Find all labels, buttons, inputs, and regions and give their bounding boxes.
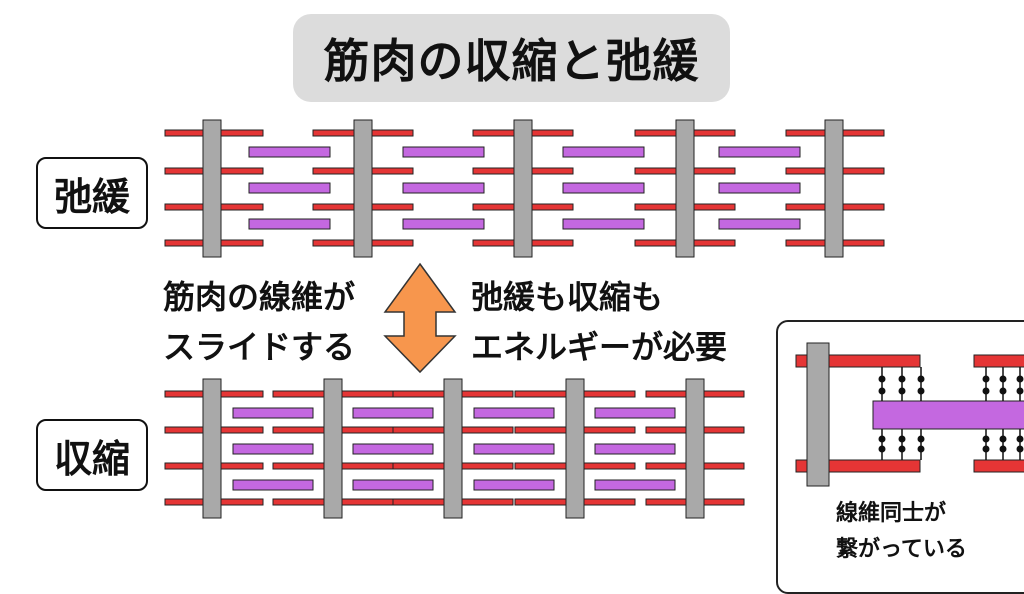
caption-right: 弛緩も収縮も エネルギーが必要 [471, 272, 727, 372]
sarcomere-diagram [164, 119, 1024, 519]
cross-bridge-head [982, 445, 990, 453]
myosin-filament [402, 146, 485, 158]
caption-left-line1: 筋肉の線維が [163, 278, 356, 316]
caption-left: 筋肉の線維が スライドする [163, 272, 355, 372]
caption-right-line2: エネルギーが必要 [471, 328, 728, 366]
cross-bridge-head [999, 445, 1007, 453]
cross-bridge-head [917, 387, 925, 395]
cross-bridge-head [1016, 375, 1024, 383]
z-disc [202, 119, 222, 258]
cross-bridge-head [917, 445, 925, 453]
cross-bridge-head [878, 445, 886, 453]
z-disc [443, 378, 463, 519]
contracted-label: 収縮 [36, 419, 148, 491]
inset-caption: 線維同士が 繋がっている [836, 496, 967, 568]
myosin-filament [473, 443, 555, 455]
cross-bridge-head [917, 375, 925, 383]
myosin-filament [232, 479, 314, 491]
myosin-filament [718, 218, 801, 230]
cross-bridge-head [982, 435, 990, 443]
z-disc [202, 378, 222, 519]
title-box: 筋肉の収縮と弛緩 [293, 14, 730, 102]
relaxed-label: 弛緩 [36, 157, 148, 229]
myosin-filament [248, 182, 331, 194]
z-disc [675, 119, 695, 258]
z-disc [323, 378, 343, 519]
z-disc [685, 378, 705, 519]
cross-bridge-head [898, 375, 906, 383]
cross-bridge-head [982, 375, 990, 383]
cross-bridge-head [999, 375, 1007, 383]
z-disc [824, 119, 844, 258]
inset-myosin [872, 400, 1024, 430]
z-disc [513, 119, 533, 258]
myosin-filament [473, 407, 555, 419]
myosin-filament [473, 479, 555, 491]
myosin-filament [352, 407, 434, 419]
myosin-filament [232, 443, 314, 455]
cross-bridge-head [1016, 435, 1024, 443]
cross-bridge-head [982, 387, 990, 395]
myosin-filament [718, 146, 801, 158]
cross-bridge-head [1016, 387, 1024, 395]
cross-bridge-head [898, 387, 906, 395]
z-disc [565, 378, 585, 519]
myosin-filament [248, 146, 331, 158]
cross-bridge-head [878, 375, 886, 383]
myosin-filament [594, 407, 676, 419]
z-disc [353, 119, 373, 258]
cross-bridge-head [878, 387, 886, 395]
caption-left-line2: スライドする [163, 328, 356, 366]
cross-bridge-head [898, 445, 906, 453]
cross-bridge-head [1016, 445, 1024, 453]
myosin-filament [562, 182, 645, 194]
myosin-filament [248, 218, 331, 230]
myosin-filament [594, 443, 676, 455]
myosin-filament [718, 182, 801, 194]
myosin-filament [402, 218, 485, 230]
myosin-filament [352, 479, 434, 491]
myosin-filament [562, 218, 645, 230]
myosin-filament [402, 182, 485, 194]
double-arrow-vertical-icon [383, 262, 457, 374]
cross-bridge-head [999, 387, 1007, 395]
inset-actin-top-right [973, 354, 1024, 368]
page-title: 筋肉の収縮と弛緩 [323, 34, 700, 88]
caption-right-line1: 弛緩も収縮も [471, 278, 664, 316]
inset-caption-line1: 線維同士が [836, 501, 947, 526]
inset-z-disc [806, 342, 830, 487]
cross-bridge-head [999, 435, 1007, 443]
inset-caption-line2: 繋がっている [836, 537, 967, 562]
myosin-filament [562, 146, 645, 158]
cross-bridge-head [898, 435, 906, 443]
myosin-filament [352, 443, 434, 455]
myosin-filament [594, 479, 676, 491]
myosin-filament [232, 407, 314, 419]
cross-bridge-head [878, 435, 886, 443]
inset-actin-bottom-right [973, 459, 1024, 473]
cross-bridge-head [917, 435, 925, 443]
